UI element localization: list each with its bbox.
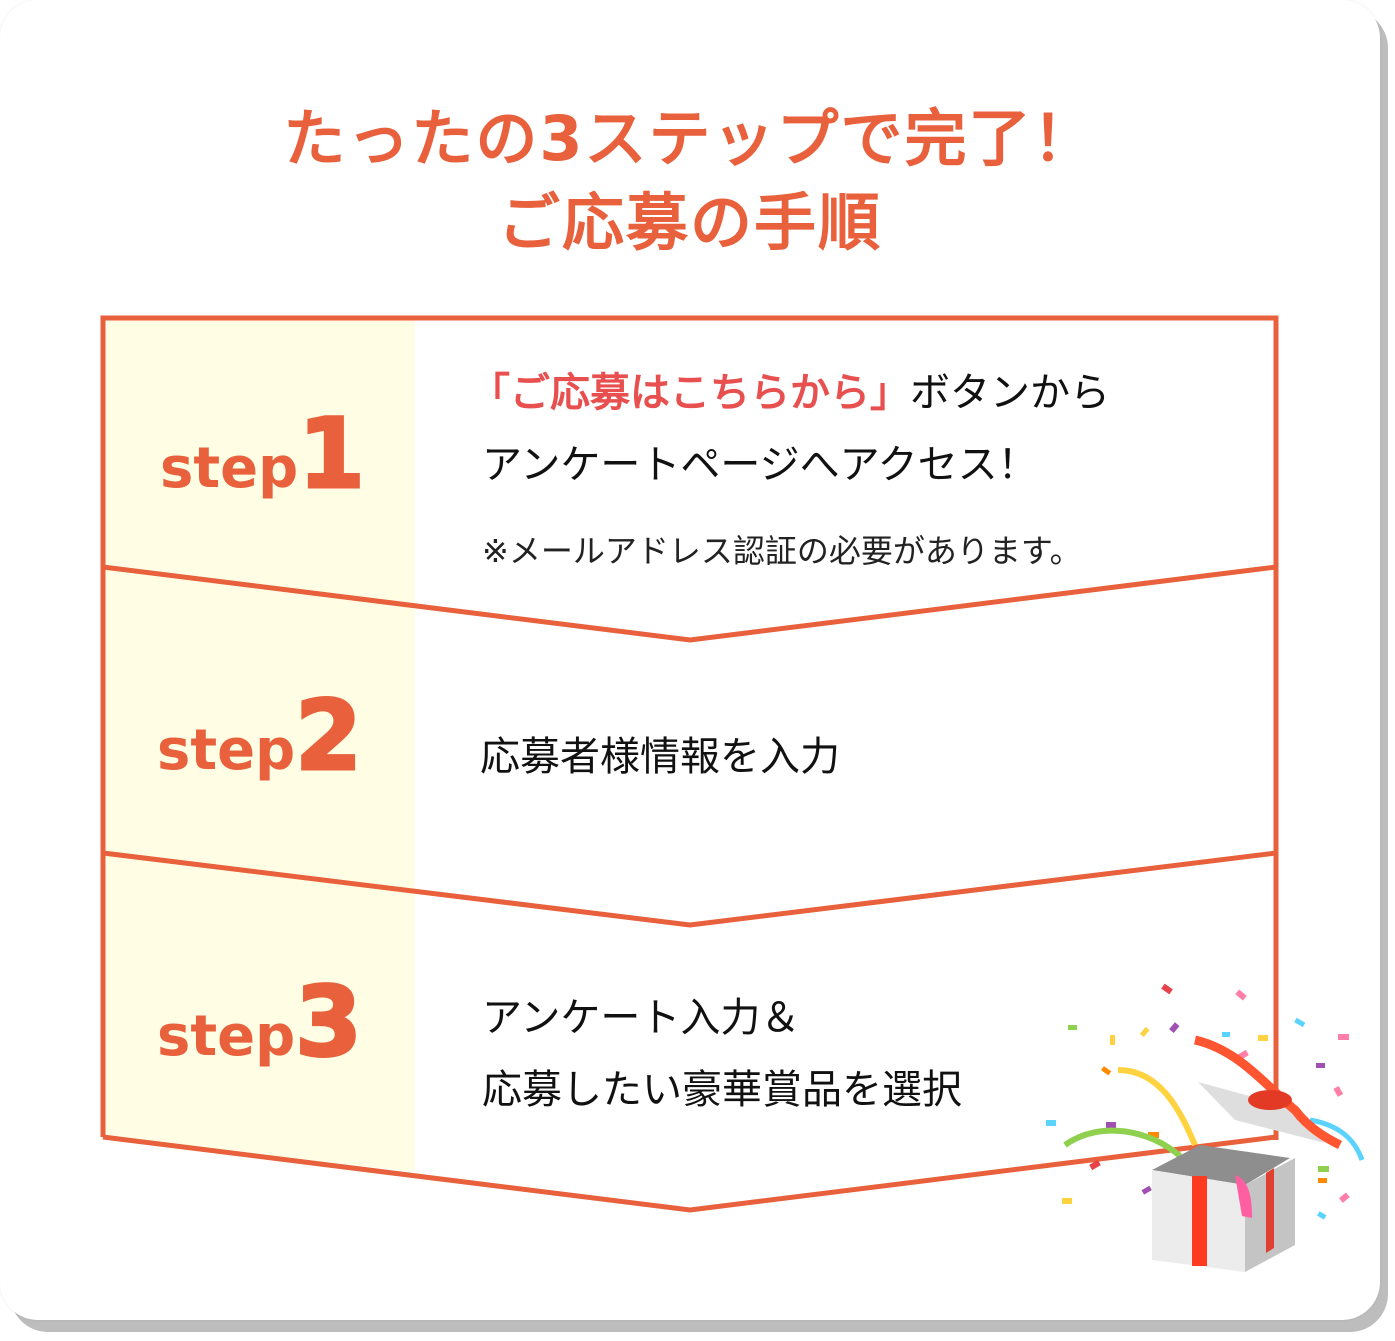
step1-line2: アンケートページへアクセス！: [482, 442, 1038, 488]
streamer-green: [1063, 1127, 1182, 1159]
gift-box: [1152, 1035, 1343, 1272]
step2-label: step2: [157, 679, 363, 794]
step1-line1: 「ご応募はこちらから」ボタンから: [470, 370, 1110, 416]
step1-label: step1: [160, 397, 366, 512]
step2-text: 応募者様情報を入力: [480, 734, 840, 780]
step1-note: ※メールアドレス認証の必要があります。: [482, 532, 1082, 570]
step3-chevron: [102, 1134, 1277, 1213]
frame-outline: [100, 315, 1279, 1140]
gift-box-confetti-icon: [1046, 983, 1365, 1272]
confetti: [1046, 983, 1350, 1220]
step3-label: step3: [157, 965, 363, 1080]
title-line-2: ご応募の手順: [497, 186, 882, 259]
step1-chevron: [102, 564, 1277, 643]
apply-button-reference: 「ご応募はこちらから」: [470, 370, 910, 416]
title-line-1: たったの3ステップで完了！: [283, 102, 1097, 175]
streamer-blue: [1309, 1117, 1365, 1161]
step2-chevron: [102, 850, 1277, 928]
step3-line1: アンケート入力＆: [482, 995, 801, 1041]
streamer-yellow: [1117, 1067, 1198, 1147]
label-column-bg: [105, 320, 415, 1172]
step3-line2: 応募したい豪華賞品を選択: [482, 1067, 962, 1113]
